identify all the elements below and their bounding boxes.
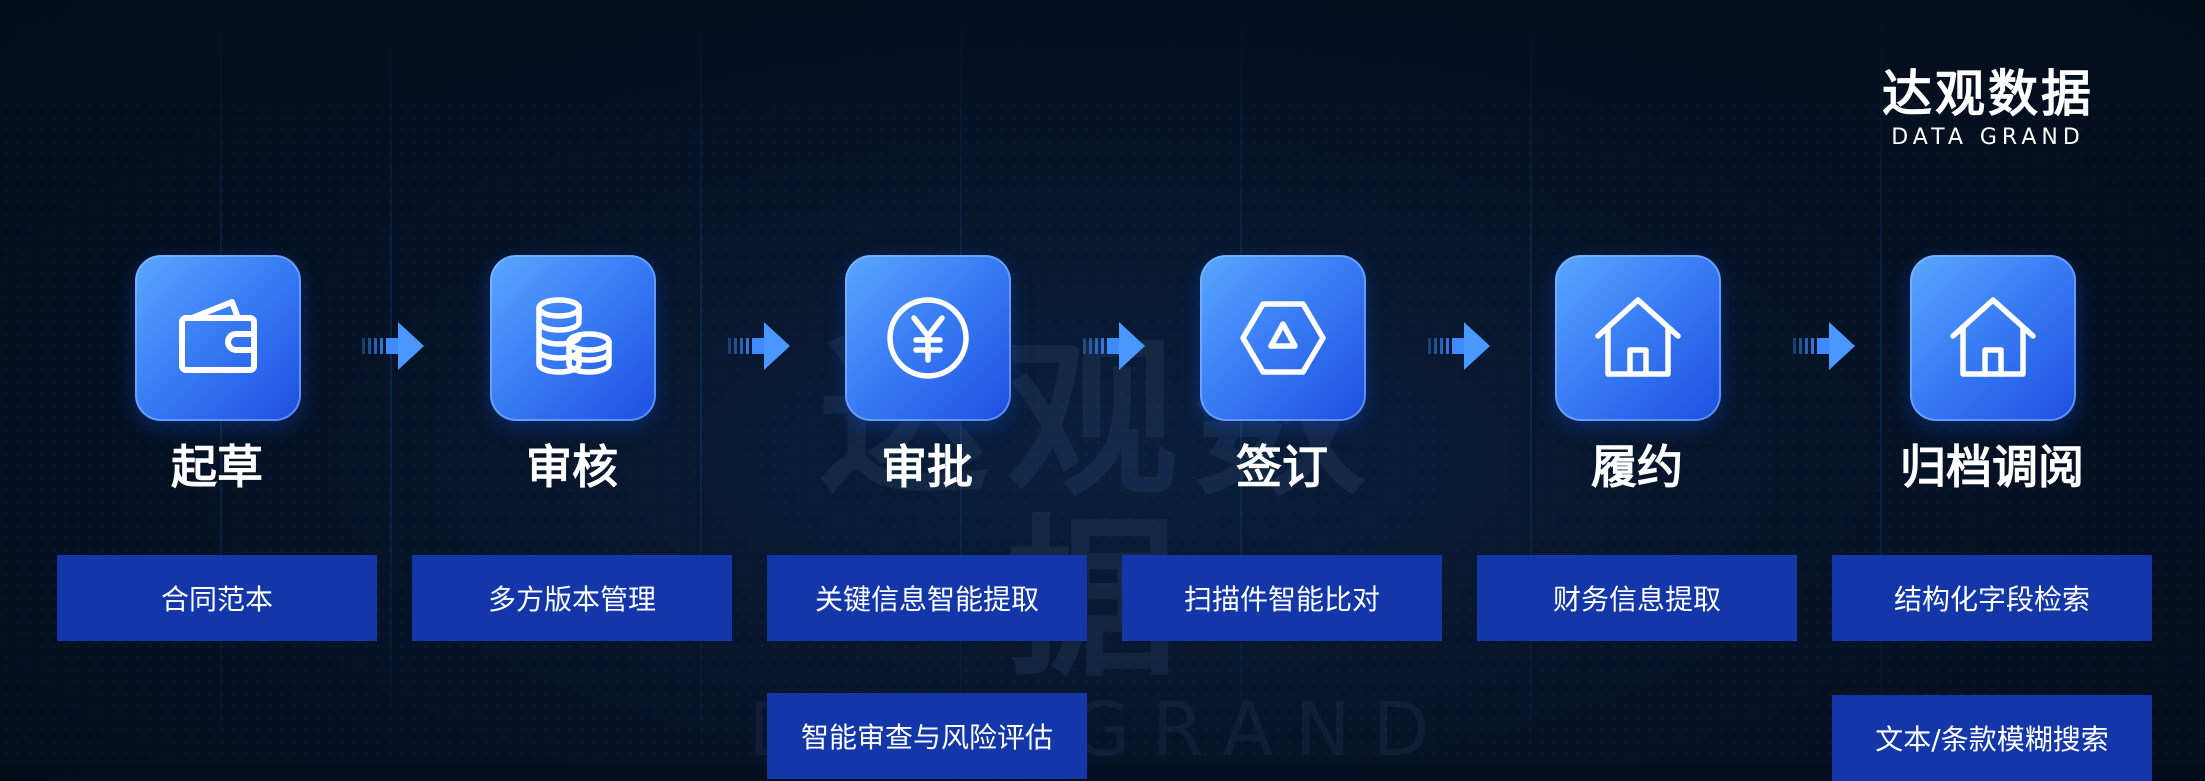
hexagon-triangle-icon xyxy=(1240,301,1326,375)
stage-title: 审核 xyxy=(526,440,618,494)
coins-icon xyxy=(536,297,612,375)
stage-icon-box xyxy=(845,255,1011,421)
flow-arrow-icon xyxy=(1083,322,1145,370)
wallet-icon xyxy=(179,299,257,373)
feature-label: 多方版本管理 xyxy=(487,583,656,616)
feature-box: 关键信息智能提取 xyxy=(767,555,1087,641)
feature-box: 合同范本 xyxy=(57,555,377,641)
background-streak xyxy=(700,0,702,764)
stage-title: 履约 xyxy=(1591,440,1683,494)
stage-icon-box xyxy=(1200,255,1366,421)
stage-icon-box xyxy=(490,255,656,421)
home-icon xyxy=(1595,297,1681,377)
feature-box: 多方版本管理 xyxy=(412,555,732,641)
feature-label: 财务信息提取 xyxy=(1552,583,1721,616)
stage-title: 归档调阅 xyxy=(1900,440,2084,494)
stage-title: 起草 xyxy=(171,440,263,494)
stage-icon-box xyxy=(135,255,301,421)
stage-icon-box xyxy=(1910,255,2076,421)
brand-logo: 达观数据 DATA GRAND xyxy=(1878,66,2098,152)
stage-icon-box xyxy=(1555,255,1721,421)
home-icon xyxy=(1950,297,2036,377)
feature-label: 合同范本 xyxy=(160,583,273,616)
feature-label: 智能审查与风险评估 xyxy=(800,721,1053,754)
yen-icon xyxy=(887,297,969,379)
feature-label: 扫描件智能比对 xyxy=(1183,583,1380,616)
background-streak xyxy=(1530,0,1532,764)
feature-label: 文本/条款模糊搜索 xyxy=(1875,723,2109,756)
brand-name-cn: 达观数据 xyxy=(1882,65,2094,123)
feature-box: 结构化字段检索 xyxy=(1832,555,2152,641)
stage-title: 签订 xyxy=(1236,440,1328,494)
background-dot-grid xyxy=(0,100,2205,764)
feature-box: 财务信息提取 xyxy=(1477,555,1797,641)
feature-label: 结构化字段检索 xyxy=(1893,583,2090,616)
flow-arrow-icon xyxy=(362,322,424,370)
feature-box: 扫描件智能比对 xyxy=(1122,555,1442,641)
background-streak xyxy=(390,0,392,764)
flow-arrow-icon xyxy=(1793,322,1855,370)
flow-arrow-icon xyxy=(1428,322,1490,370)
feature-box: 文本/条款模糊搜索 xyxy=(1832,695,2152,781)
flow-arrow-icon xyxy=(728,322,790,370)
feature-label: 关键信息智能提取 xyxy=(814,583,1039,616)
background-streak xyxy=(1880,0,1882,764)
feature-box: 智能审查与风险评估 xyxy=(767,693,1087,779)
brand-name-en: DATA GRAND xyxy=(1891,125,2085,150)
stage-title: 审批 xyxy=(881,440,973,494)
